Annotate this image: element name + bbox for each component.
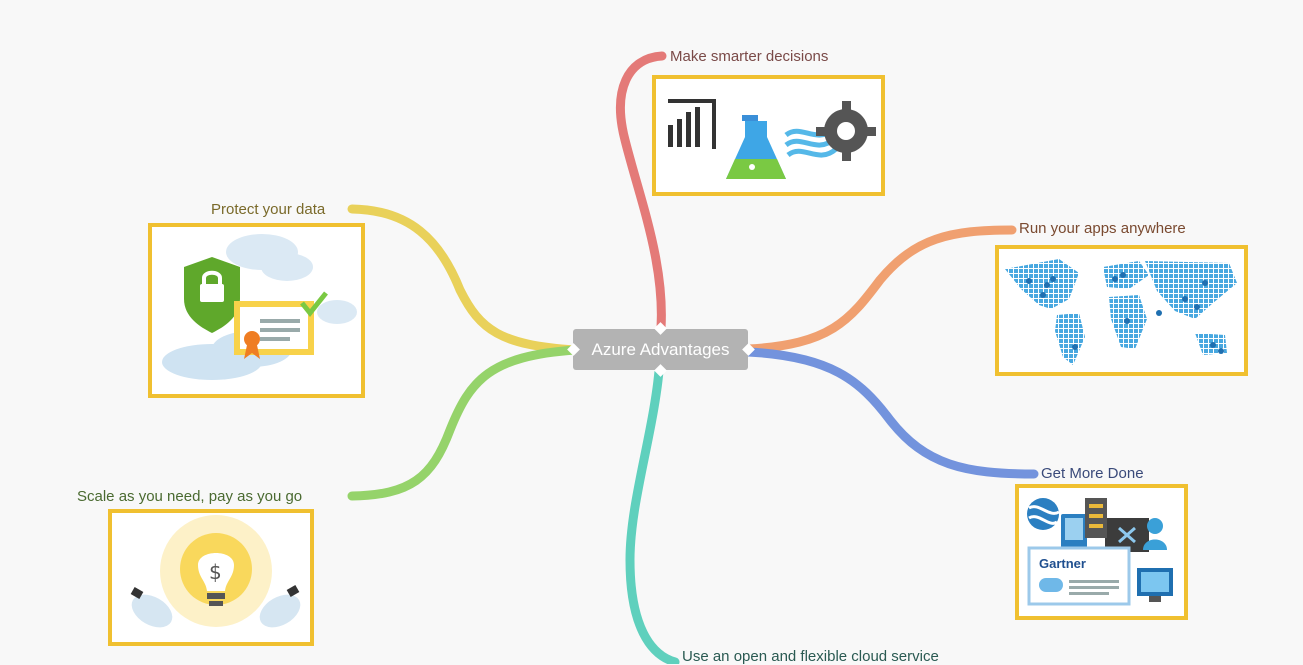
server-icon — [1085, 498, 1107, 538]
gartner-badge: Gartner — [1039, 556, 1086, 571]
card-done-illustration: Gartner — [1027, 498, 1173, 606]
svg-text:$: $ — [209, 560, 222, 584]
branch-label-scale[interactable]: Scale as you need, pay as you go — [77, 488, 303, 505]
branch-line-run — [743, 225, 1017, 354]
branch-label-run[interactable]: Run your apps anywhere — [1019, 220, 1186, 237]
branch-label-done[interactable]: Get More Done — [1041, 465, 1144, 482]
lab-flask-icon — [726, 115, 786, 179]
branch-line-open — [625, 355, 680, 664]
power-bi-icon — [668, 99, 716, 149]
devices-icon — [1061, 514, 1167, 552]
branch-label-decisions[interactable]: Make smarter decisions — [670, 48, 829, 65]
branch-line-protect — [347, 204, 580, 355]
branch-line-done — [743, 347, 1039, 479]
card-protect[interactable] — [148, 223, 365, 398]
card-run-illustration — [1005, 259, 1237, 365]
card-scale[interactable]: $ — [108, 509, 314, 646]
card-protect-illustration — [162, 234, 357, 380]
world-map-icon — [1005, 259, 1237, 365]
shield-lock-icon — [184, 257, 240, 333]
branch-line-decisions — [616, 51, 667, 345]
branch-label-open[interactable]: Use an open and flexible cloud service — [682, 648, 939, 665]
stream-gear-icon — [784, 101, 876, 161]
card-scale-illustration: $ — [130, 515, 301, 628]
branch-label-protect[interactable]: Protect your data — [211, 201, 326, 218]
certificate-icon — [234, 291, 328, 359]
card-run[interactable] — [995, 245, 1248, 376]
center-topic-label: Azure Advantages — [591, 339, 730, 359]
center-topic[interactable]: Azure Advantages — [573, 329, 748, 370]
lightbulb-dollar-icon: $ — [130, 515, 301, 628]
card-done[interactable]: Gartner — [1015, 484, 1188, 620]
branch-line-scale — [347, 345, 580, 501]
card-decisions-illustration — [668, 99, 876, 179]
card-decisions[interactable] — [652, 75, 885, 196]
azure-sphere-icon — [1027, 498, 1060, 530]
